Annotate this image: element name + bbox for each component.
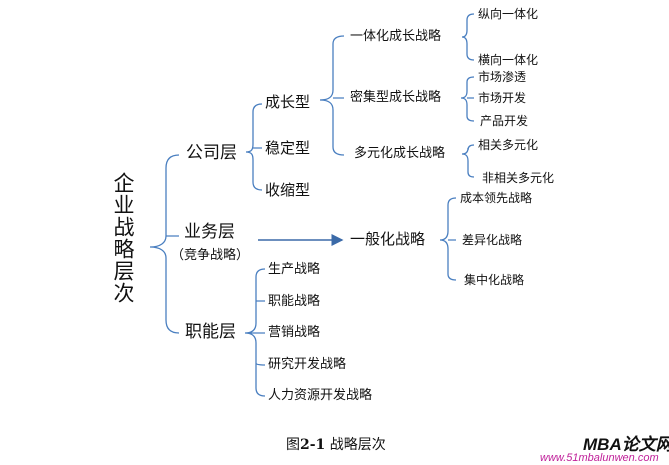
- list-item: 生产战略: [268, 262, 321, 277]
- functional-brace: [244, 268, 266, 397]
- list-item: 人力资源开发战略: [268, 388, 373, 403]
- list-item: 集中化战略: [464, 273, 525, 287]
- diversified-brace: [461, 144, 475, 178]
- caption-number: 2-1: [300, 437, 326, 453]
- functional-label: 职能层: [185, 322, 236, 342]
- intensive-label: 密集型成长战略: [350, 90, 442, 105]
- list-item: 非相关多元化: [482, 171, 555, 185]
- list-item: 市场开发: [478, 91, 527, 105]
- caption-prefix: 图: [286, 437, 300, 453]
- watermark-url: www.51mbalunwen.com: [540, 452, 659, 464]
- root-label: 企业战略层次: [111, 172, 135, 304]
- stable-label: 稳定型: [265, 139, 311, 157]
- business-label: 业务层: [184, 222, 235, 242]
- corporate-label: 公司层: [186, 143, 237, 163]
- watermark-brand: MBA论文网: [583, 435, 669, 454]
- root-brace: [149, 154, 180, 334]
- list-item: 产品开发: [480, 114, 529, 128]
- caption-title: 战略层次: [329, 437, 386, 453]
- list-item: 相关多元化: [478, 138, 539, 152]
- list-item: 研究开发战略: [268, 357, 347, 372]
- integration-brace: [461, 13, 475, 61]
- list-item: 横向一体化: [478, 53, 539, 67]
- generic-strategy-label: 一般化战略: [350, 230, 426, 248]
- list-item: 纵向一体化: [478, 7, 539, 21]
- figure-caption: 图2-1 战略层次: [286, 438, 386, 452]
- shrink-label: 收缩型: [265, 181, 311, 199]
- list-item: 职能战略: [268, 294, 321, 309]
- list-item: 成本领先战略: [460, 191, 533, 205]
- list-item: 营销战略: [268, 325, 321, 340]
- list-item: 市场渗透: [478, 70, 527, 84]
- growth-brace: [319, 35, 345, 156]
- integration-label: 一体化成长战略: [350, 29, 442, 44]
- growth-label: 成长型: [265, 93, 311, 111]
- list-item: 差异化战略: [462, 233, 523, 247]
- corporate-brace: [245, 103, 263, 191]
- business-sub-label: （竞争战略）: [171, 248, 250, 263]
- diversified-label: 多元化成长战略: [354, 146, 446, 161]
- intensive-brace: [460, 76, 475, 122]
- generic-brace: [439, 197, 457, 281]
